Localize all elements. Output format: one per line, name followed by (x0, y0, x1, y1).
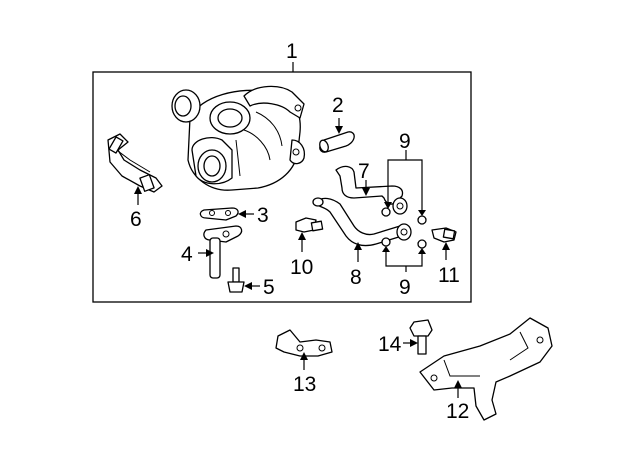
part-12-support-bracket (419, 317, 553, 421)
callout-6-arrow (134, 186, 142, 194)
callout-11: 11 (438, 264, 460, 287)
part-8-oil-pipe (312, 197, 412, 247)
callout-2: 2 (332, 94, 344, 117)
callout-10-arrow (298, 232, 306, 240)
part-11-banjo-bolt (431, 227, 457, 243)
assembly-frame (92, 71, 472, 303)
callout-9-lower-arrow-right (418, 248, 426, 254)
part-13-bracket (275, 329, 333, 357)
callout-8-arrow (354, 242, 362, 250)
callout-7: 7 (358, 160, 370, 183)
callout-14: 14 (378, 333, 402, 356)
callout-13-arrow (300, 352, 308, 360)
part-2-pipe (319, 131, 355, 153)
callout-9-upper-bracket (387, 159, 423, 212)
callout-6: 6 (130, 208, 142, 231)
callout-5: 5 (263, 276, 275, 299)
callout-14-arrow (410, 339, 418, 347)
callout-12-arrow (454, 380, 462, 388)
callout-9-lower: 9 (399, 276, 411, 299)
callout-12: 12 (446, 400, 469, 423)
callout-7-arrow (362, 188, 370, 196)
part-10-banjo-bolt (295, 217, 324, 233)
callout-9-upper-arrow-left (384, 202, 392, 209)
callout-11-arrow (442, 242, 450, 250)
callout-13: 13 (293, 373, 316, 396)
callout-3-arrow (238, 210, 246, 218)
part-4-oil-return-pipe (203, 225, 243, 279)
callout-4: 4 (181, 243, 193, 266)
callout-3: 3 (257, 204, 269, 227)
part-3-gasket (199, 207, 239, 221)
callout-1: 1 (286, 40, 298, 63)
part-7-oil-feed-pipe (335, 165, 408, 215)
part-14-bolt (409, 319, 433, 355)
callout-9-lower-arrow-left (382, 246, 390, 252)
part-5-bolt (227, 267, 245, 293)
callout-2-arrow (335, 126, 343, 134)
callout-9-upper: 9 (399, 130, 411, 153)
callout-9-lower-bracket (385, 250, 423, 267)
callout-4-arrow (206, 249, 214, 257)
turbocharger (171, 85, 306, 191)
callout-8: 8 (350, 266, 362, 289)
callout-10: 10 (290, 256, 313, 279)
callout-9-upper-arrow-right (418, 210, 426, 216)
callout-5-arrow (244, 282, 252, 290)
part-6-hose (107, 133, 163, 193)
